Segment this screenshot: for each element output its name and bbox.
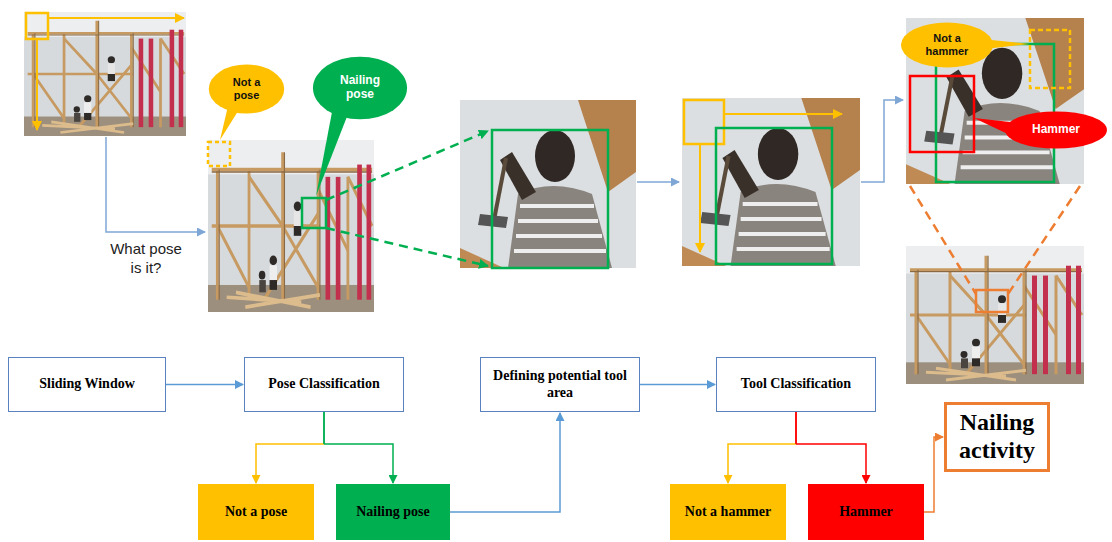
question-label: What pose is it?	[104, 240, 188, 278]
scan-arrow	[724, 113, 842, 115]
node-text: Tool Classification	[741, 376, 851, 392]
text-group: Not a hammer	[917, 32, 977, 57]
connector-line	[323, 412, 325, 444]
node-text: Not a pose	[224, 76, 270, 101]
result-box: Nailing pose	[336, 484, 450, 540]
pose-box	[302, 198, 326, 228]
connector	[450, 413, 560, 512]
callout-bubble: Not a pose	[208, 64, 285, 114]
connector-line	[924, 437, 943, 512]
node-text: Sliding Window	[39, 376, 135, 392]
window-box	[26, 13, 48, 39]
node-text: Not a pose	[225, 504, 287, 520]
window-box	[1030, 30, 1070, 88]
node-text: Not a hammer	[917, 32, 977, 57]
text-group: Pose Classification	[268, 376, 380, 392]
worker-photo	[682, 98, 860, 266]
connector-line	[795, 412, 797, 444]
node-text: Hammer	[839, 504, 893, 520]
result-box: Hammer	[808, 484, 924, 540]
text-group: Tool Classification	[741, 376, 851, 392]
connector	[256, 412, 324, 483]
step-arrow	[106, 137, 205, 232]
bubble-outline	[209, 65, 284, 114]
connector-line	[450, 413, 560, 512]
connector-line	[256, 444, 324, 483]
connector	[640, 384, 715, 385]
window-box	[208, 142, 230, 166]
node-text: Hammer	[1032, 123, 1080, 137]
pose-box	[716, 128, 832, 264]
callout-bubble: Hammer	[1004, 111, 1108, 149]
connector-line	[796, 444, 866, 483]
node-text: Defining potential tool area	[486, 368, 634, 400]
text-group: Hammer	[1032, 123, 1080, 137]
zoom-line	[910, 186, 976, 294]
result-box: Not a pose	[198, 484, 314, 540]
callout-bubble: Nailing pose	[312, 56, 408, 120]
callout-bubble: Not a hammer	[900, 22, 994, 68]
node-text: Not a hammer	[685, 504, 771, 520]
bubble-outline	[313, 57, 407, 120]
process-box: Tool Classification	[716, 357, 876, 412]
text-group: Not a pose	[224, 76, 270, 101]
connector-line	[323, 412, 325, 444]
scan-arrow	[36, 39, 38, 130]
text-group: Nailing pose	[330, 74, 390, 102]
pose-box	[492, 130, 608, 268]
process-box: Sliding Window	[8, 357, 166, 412]
node-text: Pose Classification	[268, 376, 380, 392]
node-text: Nailing pose	[356, 504, 430, 520]
text-group: Nailing activity	[948, 409, 1046, 464]
connector	[924, 437, 943, 512]
node-text: Nailing pose	[330, 74, 390, 102]
node-text: Nailing activity	[948, 409, 1046, 464]
process-box: Defining potential tool area	[480, 357, 640, 412]
text-group: Hammer	[839, 504, 893, 520]
text-group: Not a pose	[225, 504, 287, 520]
scan-arrow	[699, 144, 701, 252]
site-photo	[24, 12, 186, 136]
zoom-line	[1008, 186, 1080, 294]
text-group: Sliding Window	[39, 376, 135, 392]
connector	[166, 384, 243, 385]
activity-box	[976, 290, 1008, 312]
zoom-line	[326, 131, 488, 200]
connector-line	[640, 384, 715, 386]
text-group: Nailing pose	[356, 504, 430, 520]
connector-line	[728, 444, 796, 483]
zoom-line	[326, 228, 488, 266]
result-box: Not a hammer	[670, 484, 786, 540]
connector	[728, 412, 796, 483]
bubble-outline	[1005, 111, 1107, 148]
site-photo	[906, 246, 1084, 384]
bubble-outline	[901, 22, 993, 67]
process-box: Pose Classification	[244, 357, 404, 412]
step-arrow	[861, 100, 903, 182]
window-box	[684, 100, 724, 144]
hammer-box	[910, 76, 974, 152]
connector-line	[166, 384, 243, 386]
connector-line	[324, 444, 393, 483]
worker-photo	[460, 100, 636, 268]
text-group: Not a hammer	[685, 504, 771, 520]
connector	[324, 412, 393, 483]
text-group: Defining potential tool area	[486, 368, 634, 400]
connector	[796, 412, 866, 483]
bubble-tail	[316, 112, 348, 196]
scan-arrow	[48, 17, 184, 19]
step-arrow	[637, 181, 679, 183]
connector-line	[795, 412, 797, 444]
outcome-box: Nailing activity	[944, 402, 1050, 472]
site-photo	[208, 140, 374, 312]
